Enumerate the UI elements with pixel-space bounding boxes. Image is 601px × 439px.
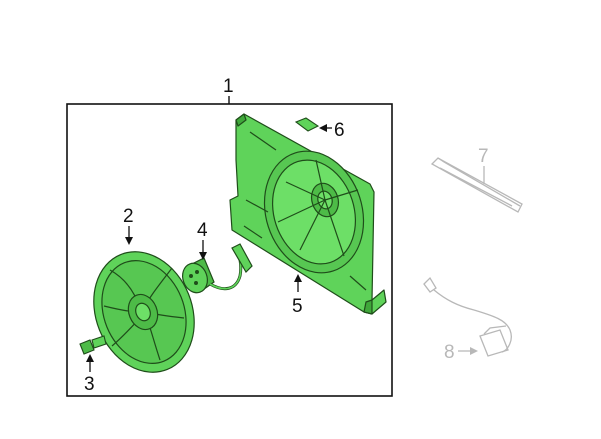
fan-motor[interactable] xyxy=(179,243,253,296)
resistor-part[interactable] xyxy=(423,276,512,357)
bracket-part[interactable] xyxy=(430,157,523,213)
callout-3: 3 xyxy=(84,374,95,395)
label-part[interactable] xyxy=(294,117,320,132)
callout-4: 4 xyxy=(197,220,208,241)
fan-blade[interactable] xyxy=(76,237,211,388)
callout-5: 5 xyxy=(292,296,303,317)
callout-1: 1 xyxy=(223,76,234,97)
callout-6: 6 xyxy=(334,120,345,141)
callout-2: 2 xyxy=(123,206,134,227)
callout-8: 8 xyxy=(444,342,455,363)
callout-7: 7 xyxy=(478,146,489,167)
fan-shroud[interactable] xyxy=(229,113,387,315)
bolt-part[interactable] xyxy=(79,335,107,355)
